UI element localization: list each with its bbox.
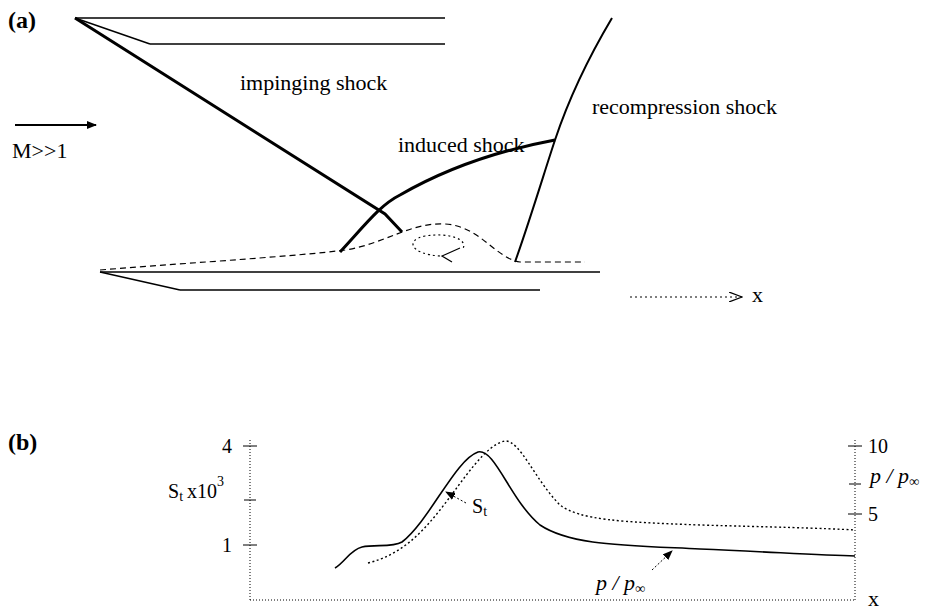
mach-label: M>>1	[12, 140, 67, 162]
axis-title-subscript: ∞	[909, 475, 919, 489]
tick-value: 10	[868, 436, 888, 456]
flat-plate	[100, 272, 600, 290]
shock-label: impinging shock	[240, 72, 387, 94]
axis-title-subscript: t	[179, 490, 183, 504]
axis-title: S	[168, 481, 179, 501]
flow-arrow	[15, 124, 96, 126]
curve-label: S	[472, 496, 483, 516]
x-direction-arrow	[630, 296, 742, 297]
axis-title-superscript: 3	[217, 475, 224, 489]
panel-letter: (a)	[8, 8, 36, 32]
recompression-shock	[515, 18, 612, 262]
curve-label: p / p	[596, 572, 635, 594]
boundary-layer-edge	[100, 224, 585, 270]
panel-letter: (b)	[8, 430, 37, 454]
pressure-leader	[652, 551, 672, 570]
chart-axes	[243, 440, 862, 600]
recirculation-arrow	[442, 248, 460, 262]
shock-label: induced shock	[398, 134, 524, 156]
curve-label-subscript: t	[483, 505, 487, 519]
tick-value: 4	[222, 436, 232, 456]
tick-value: 5	[868, 504, 878, 524]
axis-label: x	[752, 284, 763, 306]
stanton-curve	[368, 441, 855, 563]
curve-label-subscript: ∞	[635, 582, 645, 596]
shock-generator	[75, 18, 445, 44]
induced-shock	[340, 140, 555, 252]
shock-label: recompression shock	[592, 96, 777, 118]
tick-value: 1	[222, 535, 232, 555]
axis-label: x	[868, 588, 879, 610]
axis-title: x10	[187, 481, 217, 501]
axis-title: p / p	[870, 465, 909, 487]
recirculation	[413, 235, 464, 256]
impinging-shock	[75, 18, 402, 232]
pressure-curve	[335, 452, 855, 568]
stanton-leader	[446, 492, 466, 503]
